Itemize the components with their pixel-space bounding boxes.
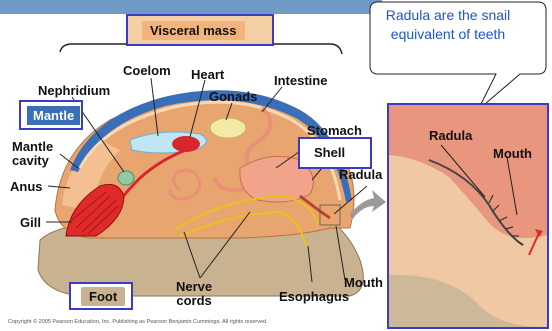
- intestine-label: Intestine: [274, 74, 327, 88]
- callout-text: Radula are the snail equivalent of teeth: [364, 6, 532, 44]
- mantle-cavity-label: Mantle cavity: [12, 140, 53, 168]
- foot-label: Foot: [81, 287, 125, 306]
- radula-inset: Radula Mouth: [387, 103, 549, 329]
- gonads-shape: [210, 118, 246, 138]
- heart-label: Heart: [191, 68, 224, 82]
- nephridium-shape: [118, 171, 134, 185]
- visceral-mass-label: Visceral mass: [142, 21, 245, 40]
- mouth-label: Mouth: [344, 276, 383, 290]
- inset-mouth-label: Mouth: [493, 147, 532, 161]
- gonads-label: Gonads: [209, 90, 257, 104]
- shell-box: Shell: [298, 137, 372, 169]
- inset-radula-label: Radula: [429, 129, 472, 143]
- coelom-label: Coelom: [123, 64, 171, 78]
- mantle-box: Mantle: [19, 100, 83, 130]
- mantle-label: Mantle: [27, 106, 80, 125]
- anus-label: Anus: [10, 180, 43, 194]
- esophagus-label: Esophagus: [279, 290, 349, 304]
- shell-label: Shell: [314, 146, 345, 160]
- nerve-cords-label: Nerve cords: [176, 280, 212, 308]
- nephridium-label: Nephridium: [38, 84, 110, 98]
- heart-shape: [172, 136, 200, 152]
- radula-label: Radula: [339, 168, 382, 182]
- foot-box: Foot: [69, 282, 133, 310]
- visceral-mass-box: Visceral mass: [126, 14, 274, 46]
- gill-label: Gill: [20, 216, 41, 230]
- stomach-label: Stomach: [307, 124, 362, 138]
- zoom-arrow: [350, 190, 386, 220]
- copyright-text: Copyright © 2005 Pearson Education, Inc.…: [8, 319, 268, 325]
